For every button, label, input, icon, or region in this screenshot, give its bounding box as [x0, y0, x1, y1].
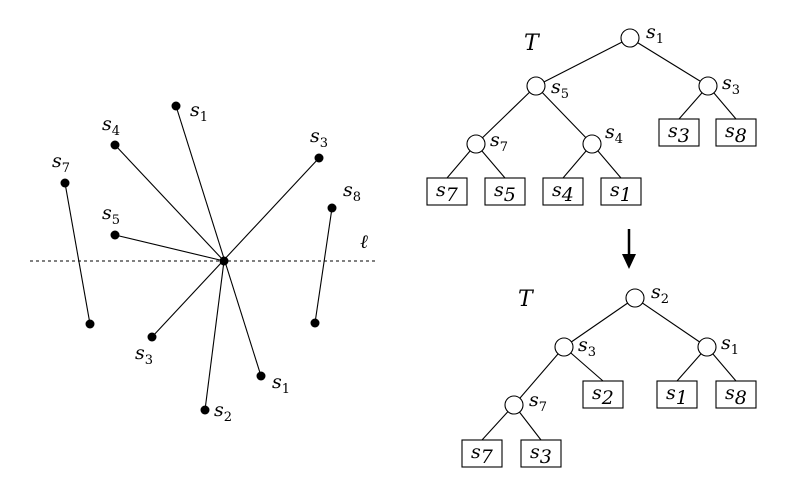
endpoint-dot: [171, 101, 181, 111]
leaf-label: s5: [494, 179, 516, 206]
segment-s8: [314, 207, 333, 324]
segment-s1: [175, 105, 262, 377]
leaf-label: s7: [436, 179, 459, 206]
node-label: s1: [721, 332, 739, 358]
leaf-box: [658, 118, 700, 147]
label-s3-bottom: s3: [135, 342, 153, 368]
tree-node: [526, 76, 546, 96]
leaf-box: [600, 177, 642, 206]
leaf-label: s3: [530, 441, 552, 468]
segment-s3: [151, 157, 320, 338]
tree-node: [504, 395, 524, 415]
endpoint-dot: [60, 178, 70, 188]
leaf-box: [461, 439, 503, 468]
tree-title: T: [518, 287, 535, 312]
label-s3-top: s3: [310, 125, 328, 151]
segment-s2: [204, 260, 225, 411]
sweep-line-label: ℓ: [360, 231, 368, 253]
endpoint-dot: [110, 140, 120, 150]
leaf-box: [582, 380, 624, 409]
leaf-label: s1: [610, 179, 632, 206]
node-label: s3: [578, 334, 596, 360]
segment-arrangement: ℓ s1 s1 s2 s3 s3 s4 s5 s7 s8: [30, 99, 378, 425]
label-s1-bottom: s1: [272, 371, 290, 397]
endpoint-dot: [314, 153, 324, 163]
tree-node: [625, 288, 645, 308]
leaf-box: [656, 380, 698, 409]
node-label: s2: [651, 281, 669, 307]
leaf-label: s8: [725, 120, 747, 147]
tree-node: [554, 337, 574, 357]
leaf-label: s1: [666, 382, 688, 409]
node-label: s5: [551, 76, 569, 102]
tree-node: [466, 134, 486, 154]
leaf-box: [715, 118, 757, 147]
leaf-label: s3: [668, 120, 690, 147]
label-s7: s7: [52, 150, 70, 176]
node-label: s7: [490, 129, 508, 155]
endpoint-dot: [256, 371, 266, 381]
leaf-box: [484, 177, 526, 206]
segment-s4: [114, 144, 225, 262]
leaf-box: [426, 177, 468, 206]
leaf-label: s2: [592, 382, 614, 409]
endpoint-dot: [85, 319, 95, 329]
endpoint-dot: [327, 203, 337, 213]
down-arrow-icon: [622, 229, 636, 269]
tree-after: T s2 s3 s1 s7 s2 s1 s8 s7 s3: [461, 281, 757, 468]
tree-node: [582, 134, 602, 154]
node-label: s4: [605, 121, 623, 147]
node-label: s3: [722, 72, 740, 98]
node-label: s7: [529, 389, 547, 415]
tree-node: [698, 76, 718, 96]
label-s2: s2: [214, 399, 232, 425]
tree-node: [620, 28, 640, 48]
label-s5: s5: [102, 202, 120, 228]
leaf-box: [542, 177, 584, 206]
leaf-box: [715, 380, 757, 409]
leaf-box: [520, 439, 562, 468]
leaf-label: s4: [552, 179, 574, 206]
tree-title: T: [524, 31, 541, 56]
label-s4: s4: [102, 113, 120, 139]
node-label: s1: [646, 21, 664, 47]
leaf-label: s8: [725, 382, 747, 409]
endpoint-dot: [147, 332, 157, 342]
leaf-label: s7: [471, 441, 494, 468]
segment-s5: [114, 234, 225, 262]
endpoint-dot: [310, 318, 320, 328]
label-s1-top: s1: [190, 99, 208, 125]
endpoint-dot: [200, 405, 210, 415]
segment-s7: [64, 182, 91, 325]
endpoint-dot: [110, 230, 120, 240]
tree-node: [697, 337, 717, 357]
intersection-point: [219, 256, 229, 266]
label-s8: s8: [343, 179, 361, 205]
tree-before: T s1 s5 s3 s7 s4 s3 s8 s7 s5 s4 s1: [426, 21, 757, 206]
